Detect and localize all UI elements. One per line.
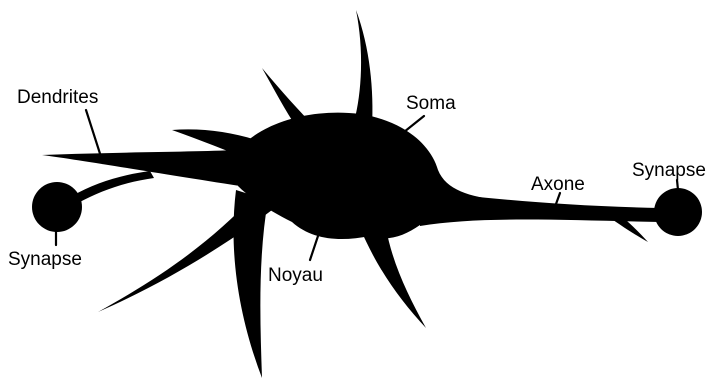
dendrite-top (354, 10, 372, 128)
label-noyau: Noyau (268, 265, 323, 286)
neuron-silhouette (32, 10, 702, 378)
leader-synapse-right (677, 180, 678, 190)
synapse-left (32, 182, 82, 232)
label-axone: Axone (531, 174, 585, 195)
dendrite-lower-center (360, 228, 426, 328)
synapse-right (654, 188, 702, 236)
label-synapse-left: Synapse (8, 249, 82, 270)
dendrite-branch-synapse (72, 171, 154, 203)
label-soma: Soma (406, 93, 456, 114)
label-dendrites: Dendrites (17, 87, 98, 108)
dendrite-down (234, 190, 268, 378)
leader-soma (404, 116, 424, 132)
dendrite-upper-left (42, 150, 240, 186)
label-synapse-right: Synapse (632, 160, 706, 181)
